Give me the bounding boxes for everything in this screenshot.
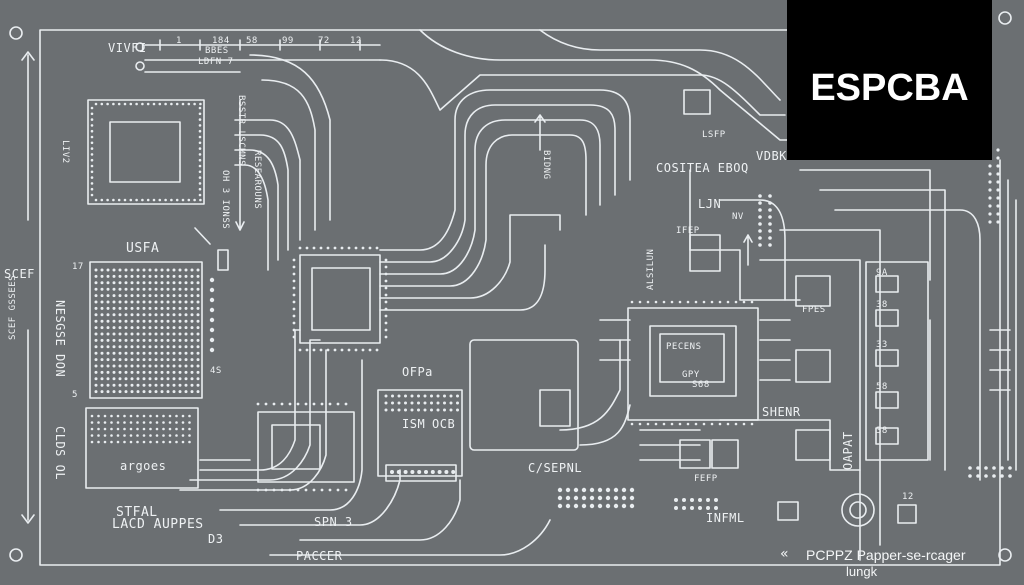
label-ldfn: LDFN 7 [198,57,234,67]
label-infml: INFML [706,511,745,525]
label-clds: CLDS OL [53,426,67,481]
label-fefp: FEFP [694,474,718,484]
lower-left-board [85,407,199,489]
mount-hole-tl [9,26,23,40]
label-wifi: VIVFI [108,41,147,55]
footer-arrow-icon: « [780,546,789,562]
footer-title: PCPPZ Papper-se-rcager [806,547,966,563]
label-top-12: 12 [350,36,362,46]
label-fpes: FPES [802,305,826,315]
label-c-sepnl: C/SEPNL [528,461,583,475]
brand-title: ESPCBA [810,67,969,109]
label-scef: SCEF [4,267,35,281]
label-argoes: argoes [120,459,167,473]
label-spn3: SPN 3 [314,515,353,529]
mcu-chip [299,254,381,344]
label-vdbk: VDBK [756,149,787,163]
label-col-a: OH 3 IONSS [220,170,230,230]
breadboard [377,389,463,477]
board-outline [39,29,1001,566]
label-pecens: PECENS [666,342,702,352]
label-12: 12 [902,492,914,502]
label-top-58: 58 [246,36,258,46]
label-38: 38 [876,300,888,310]
mount-hole-bl [9,548,23,562]
label-stfal: STFAL [116,505,158,520]
label-lacd-aupes: LACD AUPPES [112,517,204,532]
label-top-99: 99 [282,36,294,46]
label-58: 58 [876,382,888,392]
label-oapat: OAPAT [841,431,855,470]
label-4s: 4S [210,366,222,376]
label-col-c: RESEAROUNS [252,150,262,210]
footer-subtitle: lungk [846,564,878,579]
small-chip-left [257,411,355,483]
label-gpy: GPY [682,370,700,380]
label-d3: D3 [208,532,224,546]
label-5: 5 [72,390,78,400]
label-nesgse-don: NESGSE DON [53,300,67,378]
label-usfa: USFA [126,241,160,256]
label-scef-gssees: SCEF GSSEES [8,274,18,340]
label-shenr: SHENR [762,405,801,419]
label-col-b: BSSTR LSCMNS [236,95,246,167]
label-cositea: COSITEA EBOQ [656,161,749,175]
center-right-chip [627,307,759,421]
label-ljn: LJN [698,197,722,211]
label-nv: NV [732,212,744,222]
label-top-72: 72 [318,36,330,46]
label-ocb: OCB [432,417,456,431]
label-top-184: 184 [212,36,230,46]
grid-array [89,261,203,399]
label-ofpa: OFPa [402,365,433,379]
label-liv2: LIV2 [60,140,70,164]
label-s68: S68 [692,380,710,390]
label-ism: ISM [402,417,426,431]
label-bbes: BBES [205,46,229,56]
label-bidng: BIDNG [541,150,551,180]
label-top-1: 1 [176,36,182,46]
brand-label-box: ESPCBA [787,0,992,160]
mount-hole-br [998,548,1012,562]
label-pacer: PACCER [296,549,343,563]
bga-chip [87,99,205,205]
label-17: 17 [72,262,84,272]
label-33: 33 [876,340,888,350]
label-38b: 38 [876,426,888,436]
label-9a: 9A [876,268,888,278]
label-alsilun: ALSILUN [646,248,656,290]
label-lsfp: LSFP [702,130,726,140]
mount-hole-tr [998,11,1012,25]
label-ifep: IFEP [676,226,700,236]
